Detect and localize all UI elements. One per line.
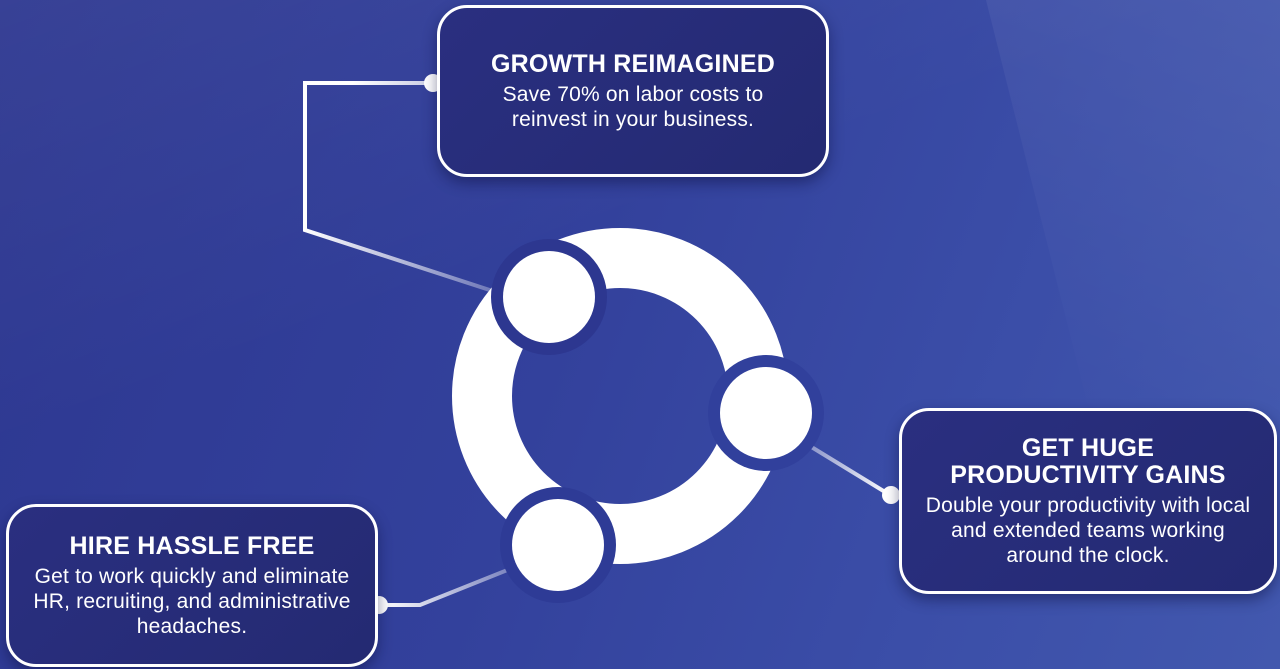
card-body: Double your productivity with local and … (925, 493, 1251, 567)
card-body: Save 70% on labor costs to reinvest in y… (502, 82, 764, 131)
card-title: GROWTH REIMAGINED (491, 49, 775, 78)
connector-growth (303, 81, 506, 297)
connector-dot-productivity (882, 486, 900, 504)
cycle-node-bottom (512, 499, 604, 591)
card-productivity-gains: GET HUGE PRODUCTIVITY GAINS Double your … (899, 408, 1277, 594)
card-hire-hassle-free: HIRE HASSLE FREE Get to work quickly and… (6, 504, 378, 667)
card-title: HIRE HASSLE FREE (69, 531, 315, 560)
cycle-node-right (720, 367, 812, 459)
card-body: Get to work quickly and eliminate HR, re… (33, 564, 351, 638)
cycle-node-top (503, 251, 595, 343)
connector-hire (380, 563, 521, 607)
card-title: GET HUGE PRODUCTIVITY GAINS (950, 433, 1226, 489)
card-growth-reimagined: GROWTH REIMAGINED Save 70% on labor cost… (437, 5, 829, 177)
team-cycle-icon (452, 228, 824, 603)
connector-productivity (798, 438, 898, 497)
